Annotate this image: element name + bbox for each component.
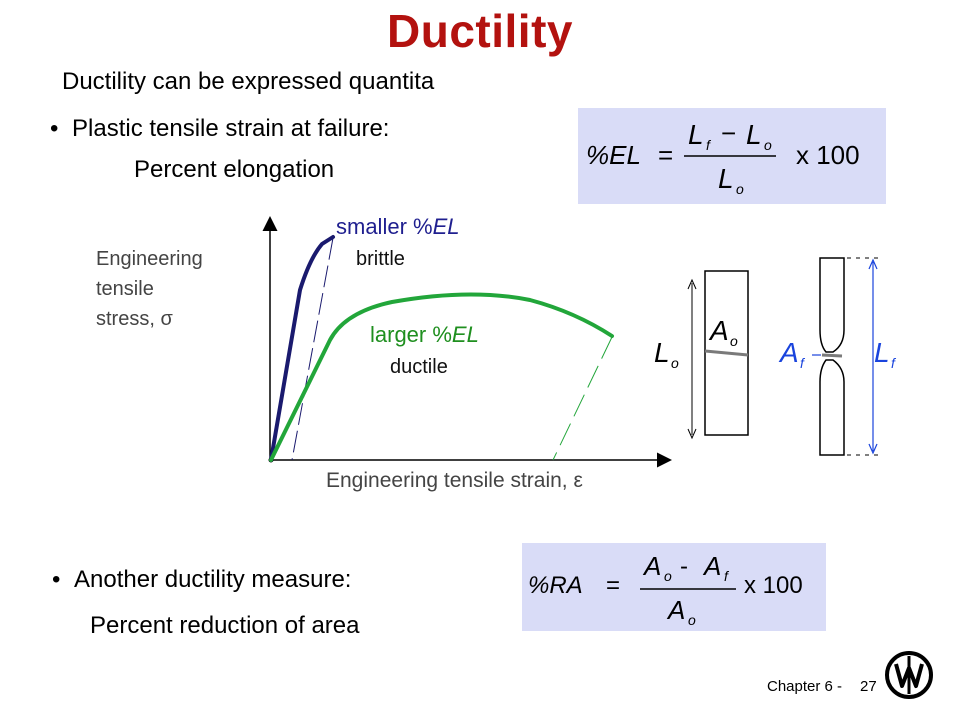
ra-times-100: x 100 (744, 572, 803, 599)
ao-label-sub: o (730, 333, 738, 349)
af-label: A (778, 337, 799, 368)
af-label-sub: f (800, 355, 806, 371)
bullet-dot: • (50, 115, 59, 142)
chapter-label: Chapter 6 - (767, 678, 843, 695)
y-axis-label-line-3: stress, σ (96, 308, 173, 330)
x-axis-label: Engineering tensile strain, ε (326, 469, 583, 492)
lf-label-sub: f (891, 355, 897, 371)
ra-num-a: A (642, 551, 661, 581)
el-num-b-sub: o (764, 137, 772, 153)
ao-label: A (708, 315, 729, 346)
ra-num-a-sub: o (664, 568, 672, 584)
el-times-100: x 100 (796, 140, 860, 170)
ductile-label: ductile (390, 356, 448, 378)
bullet-ductility-measure: • Another ductility measure: (52, 566, 351, 594)
page-number: 27 (860, 678, 877, 695)
bullet-dot: • (52, 566, 61, 593)
ductile-curve (269, 292, 614, 462)
lf-label: L (874, 337, 890, 368)
brittle-label: brittle (356, 248, 405, 270)
specimen-fractured-top (819, 257, 845, 353)
bullet-ductility-measure-text: Another ductility measure: (74, 566, 352, 593)
bullet-plastic-strain: • Plastic tensile strain at failure: (50, 115, 389, 143)
brittle-title: smaller %EL (336, 214, 460, 239)
specimen-cross-section (704, 349, 749, 357)
y-axis-label-line-1: Engineering (96, 248, 203, 270)
ductile-title: larger %EL (370, 322, 479, 347)
reduction-formula: %RA = A o - A f A o x 100 (528, 551, 803, 628)
y-axis-label: Engineering tensile stress, σ (96, 244, 203, 334)
el-minus: − (721, 118, 736, 148)
slide-subtitle: Ductility can be expressed quantita (62, 68, 435, 95)
ra-lhs: %RA (528, 572, 583, 599)
elongation-formula: %EL = L f − L o L o x 100 (586, 118, 860, 197)
ra-equals: = (606, 572, 620, 599)
ra-den-sub: o (688, 612, 696, 628)
ra-num-b-sub: f (724, 568, 730, 584)
ra-minus: - (680, 553, 688, 580)
brittle-curve (269, 235, 335, 462)
lo-label: L (654, 337, 670, 368)
el-num-b: L (746, 119, 762, 150)
el-equals: = (658, 140, 673, 170)
y-axis-label-line-2: tensile (96, 278, 154, 300)
ra-num-b: A (702, 551, 721, 581)
ductile-unload-line (552, 336, 613, 461)
el-num-a: L (688, 119, 704, 150)
wiley-logo-icon (885, 651, 933, 699)
ra-den: A (666, 595, 685, 625)
elongation-formula-box: %EL = L f − L o L o x 100 (578, 108, 886, 204)
specimen-fracture-area (821, 353, 843, 358)
percent-elongation-label: Percent elongation (134, 156, 335, 183)
el-lhs: %EL (586, 140, 641, 170)
el-num-a-sub: f (706, 137, 712, 153)
bullet-plastic-strain-text: Plastic tensile strain at failure: (72, 115, 390, 142)
specimen-fractured-bottom (819, 359, 845, 456)
lo-label-sub: o (671, 355, 679, 371)
percent-reduction-label: Percent reduction of area (90, 612, 360, 639)
el-den-sub: o (736, 181, 744, 197)
brittle-unload-line (291, 237, 334, 461)
reduction-formula-box: %RA = A o - A f A o x 100 (522, 543, 826, 631)
slide-title: Ductility (387, 5, 573, 57)
el-den: L (718, 163, 734, 194)
